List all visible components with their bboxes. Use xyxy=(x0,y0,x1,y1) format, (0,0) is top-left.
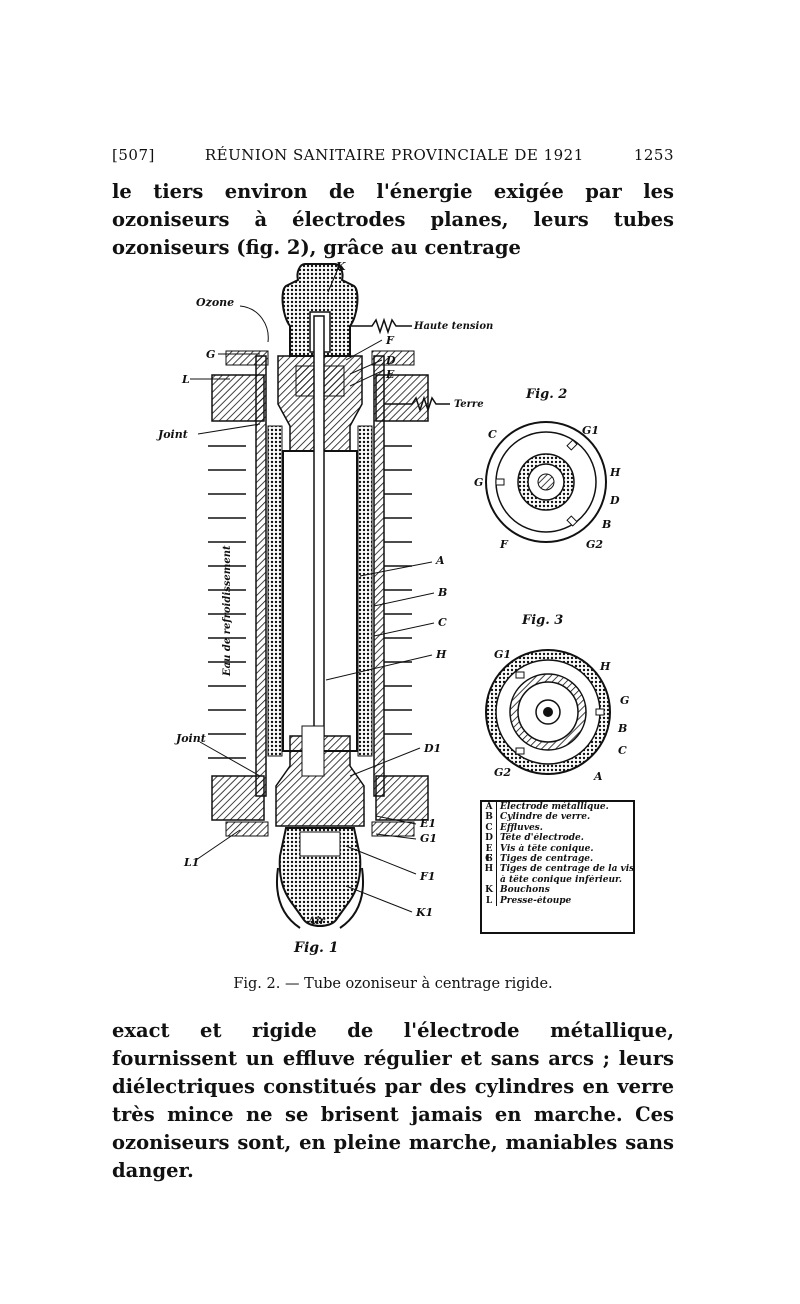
fig3-label-B: B xyxy=(617,722,627,735)
legend-text: Tiges de centrage de la vis xyxy=(499,864,633,875)
fig3-label-G1: G1 xyxy=(494,648,511,661)
label-D: D xyxy=(385,354,396,367)
fig3-label-G2: G2 xyxy=(494,766,511,779)
legend-key: C xyxy=(482,822,497,834)
fig2-label-G2: G2 xyxy=(586,538,603,551)
effluve-right xyxy=(357,425,373,757)
legend-text: Électrode métallique. xyxy=(500,802,609,812)
bottom-electrode-head xyxy=(275,735,365,827)
central-rod xyxy=(313,315,325,737)
label-B: B xyxy=(437,586,447,599)
fig3-label-C: C xyxy=(618,744,627,757)
label-F: F xyxy=(385,334,395,347)
running-title: RÉUNION SANITAIRE PROVINCIALE DE 1921 xyxy=(204,146,584,164)
water-dashes xyxy=(208,445,412,759)
legend-key: B xyxy=(482,812,497,823)
legend-text: Tête d'électrode. xyxy=(500,833,584,844)
page-ref: [507] xyxy=(112,146,155,164)
label-L: L xyxy=(181,373,190,386)
label-G: G xyxy=(206,348,215,361)
label-earth: Terre xyxy=(454,399,484,410)
fig2-cross-section xyxy=(485,421,607,543)
label-L1: L1 xyxy=(183,856,199,869)
label-H: H xyxy=(435,648,447,661)
bottom-plug xyxy=(299,831,341,857)
legend-text: Cylindre de verre. xyxy=(500,812,591,823)
label-E1: E1 xyxy=(419,817,436,830)
fig2-label-G: G xyxy=(474,476,483,489)
ozonizer-drawing: K Ozone Haute tension F G D E L Terre Jo… xyxy=(156,260,629,956)
fig3-label-A: A xyxy=(593,770,603,783)
fig2-label-D: D xyxy=(609,494,620,507)
label-K1: K1 xyxy=(415,906,433,919)
legend-text: Bouchons xyxy=(500,885,550,896)
legend-row: à tête conique inférieur. xyxy=(482,874,633,886)
fig3-cross-section xyxy=(485,649,611,775)
label-F1: F1 xyxy=(419,870,435,883)
fig2-label-B: B xyxy=(601,518,611,531)
label-K: K xyxy=(335,260,346,273)
label-water: Eau de refroidissement xyxy=(222,545,233,677)
effluve-left xyxy=(267,425,283,757)
fig2-label-G1: G1 xyxy=(582,424,599,437)
fig2-label: Fig. 2 xyxy=(525,387,567,402)
leader-lines xyxy=(190,263,435,913)
paragraph-top: le tiers environ de l'énergie exigée par… xyxy=(112,180,674,259)
top-flanges xyxy=(211,350,429,422)
label-joint-top: Joint xyxy=(156,428,188,441)
earth-wire xyxy=(384,395,450,413)
label-D1: D1 xyxy=(423,742,441,755)
legend-key: E F xyxy=(482,843,497,864)
legend-text: à tête conique inférieur. xyxy=(500,874,623,885)
label-E: E xyxy=(385,368,395,381)
fig3-label-H: H xyxy=(599,660,611,673)
legend-text: Effluves. xyxy=(500,822,543,833)
running-header: [507] RÉUNION SANITAIRE PROVINCIALE DE 1… xyxy=(112,146,674,164)
figure-caption: Fig. 2. — Tube ozoniseur à centrage rigi… xyxy=(233,976,553,992)
legend-key: L xyxy=(482,895,497,906)
high-tension-wire xyxy=(350,317,412,335)
legend-key: G xyxy=(482,853,497,865)
label-ozone: Ozone xyxy=(196,296,234,309)
fig2-label-F: F xyxy=(499,538,509,551)
label-A: A xyxy=(435,554,445,567)
legend-key: K xyxy=(482,885,497,896)
fig2-label-H: H xyxy=(609,466,621,479)
label-C: C xyxy=(438,616,447,629)
ozonizer-figure: K Ozone Haute tension F G D E L Terre Jo… xyxy=(150,256,650,966)
page-number: 1253 xyxy=(633,146,674,164)
legend-key: A xyxy=(482,802,497,813)
air-arrow-left xyxy=(276,867,301,929)
label-joint-bottom: Joint xyxy=(174,732,206,745)
legend-key xyxy=(482,874,497,886)
fig3-label: Fig. 3 xyxy=(521,613,563,628)
fig2-label-C: C xyxy=(488,428,497,441)
legend-text: Presse-étoupe xyxy=(500,895,572,906)
fig1-label: Fig. 1 xyxy=(293,940,339,956)
fig3-label-G: G xyxy=(620,694,629,707)
legend-key: D xyxy=(482,833,497,844)
label-air: Air xyxy=(307,916,326,927)
bottom-screw xyxy=(301,725,325,777)
legend-key: H xyxy=(482,864,497,875)
label-high-tension: Haute tension xyxy=(413,321,493,332)
legend-text: Vis à tête conique. xyxy=(500,843,594,854)
paragraph-bottom: exact et rigide de l'électrode métalliqu… xyxy=(112,1019,674,1182)
bottom-flanges xyxy=(211,775,429,837)
legend-text: Tiges de centrage. xyxy=(500,853,594,864)
label-G1: G1 xyxy=(420,832,437,845)
air-arrow-right xyxy=(339,867,364,929)
